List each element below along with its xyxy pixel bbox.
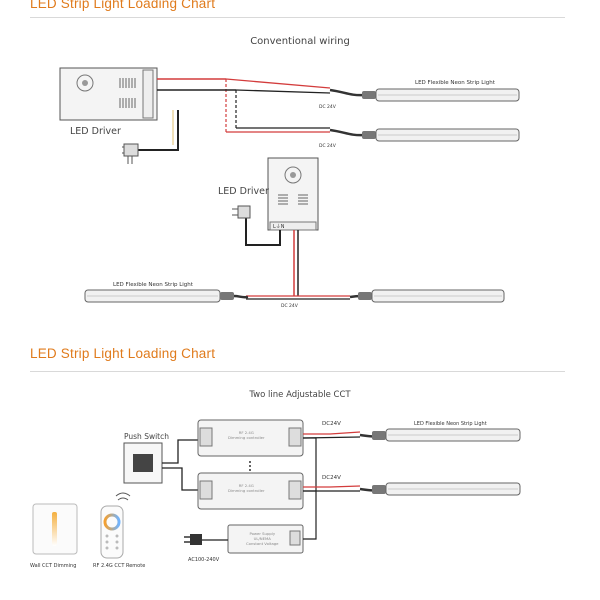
dimming-controller-1 [197,419,304,457]
power-plug-1 [122,143,139,164]
terminal-label: L⏚N [273,224,285,230]
section-divider-1 [30,17,565,18]
wall-dimmer-label: Wall CCT Dimming [30,563,77,569]
section-divider-2 [30,371,565,372]
led-strip-3 [84,289,249,303]
controller-text-1: RF 2.4G Dimming controller [228,430,265,440]
diagram-caption-1: Conventional wiring [250,36,350,47]
section-title-2: LED Strip Light Loading Chart [30,346,216,361]
strip-label-2: LED Flexible Neon Strip Light [414,421,487,427]
led-driver-1 [59,67,158,121]
strip-label-bottom: LED Flexible Neon Strip Light [113,282,193,288]
driver-label-2: LED Driver [218,186,269,197]
wall-cct-dimmer [32,503,78,555]
led-strip-1 [329,88,520,102]
power-supply-text: Power Supply UL/NEMA Constant Voltage [246,531,279,546]
diagram-caption-2: Two line Adjustable CCT [249,390,351,400]
cct-remote [100,492,131,559]
power-plug-2 [232,205,251,219]
section-title-1: LED Strip Light Loading Chart [30,0,216,11]
led-strip-4 [349,289,505,303]
dc-label-1: DC 24V [319,105,336,110]
dc-label-3: DC 24V [281,304,298,309]
push-switch-label: Push Switch [124,432,169,441]
controller-text-2: RF 2.4G Dimming controller [228,483,265,493]
dc-label-4: DC24V [322,421,341,427]
remote-label: RF 2.4G CCT Remote [93,563,146,569]
led-strip-5 [359,428,521,442]
dimming-controller-2 [197,472,304,510]
ac-label: AC100-240V [188,557,220,563]
driver-label-1: LED Driver [70,126,121,137]
ac-plug [184,534,228,545]
led-driver-2 [267,157,319,231]
dc-label-2: DC 24V [319,144,336,149]
strip-label-top: LED Flexible Neon Strip Light [415,80,495,86]
push-switch [123,442,163,484]
led-strip-2 [329,128,520,142]
dc-label-5: DC24V [322,475,341,481]
ellipsis-dots [249,461,251,471]
led-strip-6 [359,482,521,496]
